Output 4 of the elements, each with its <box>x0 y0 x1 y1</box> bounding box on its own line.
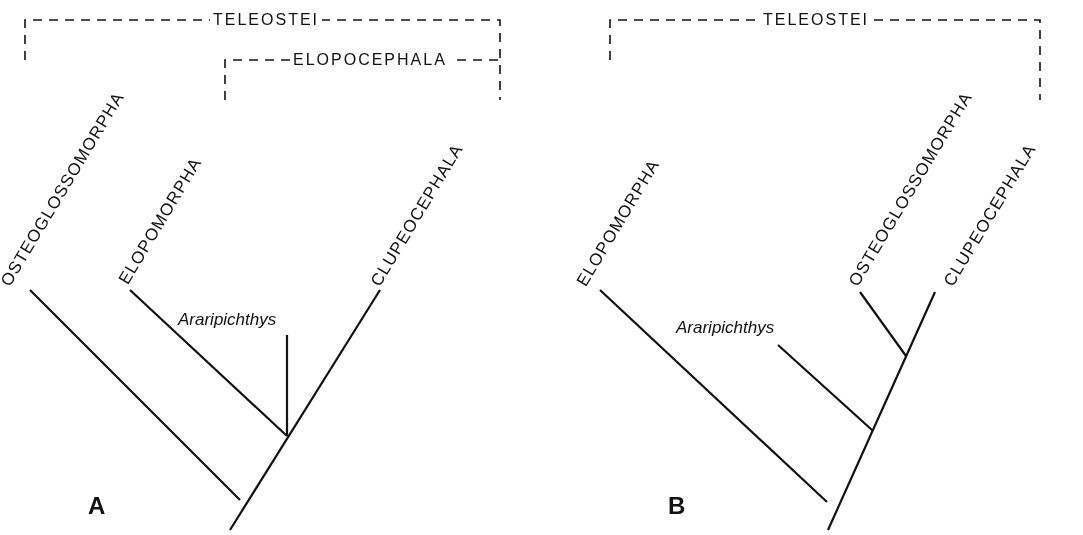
panel-letter: A <box>88 492 107 520</box>
taxon-label: Araripichthys <box>178 310 277 330</box>
panel-letter: B <box>668 492 687 520</box>
taxon-label: Araripichthys <box>676 318 775 338</box>
